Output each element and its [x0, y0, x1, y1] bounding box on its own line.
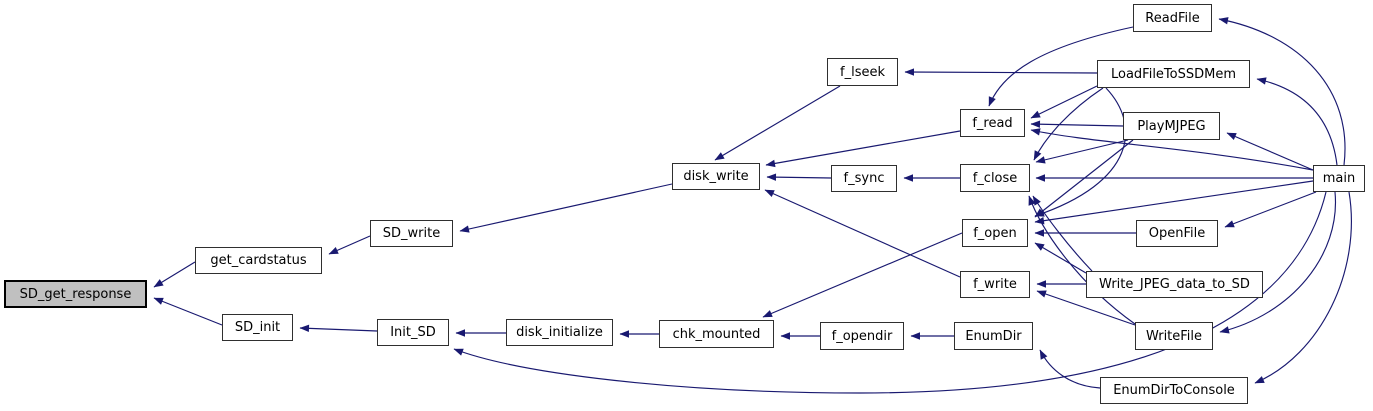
graph-edge-write_jpeg-to-f_open [1034, 242, 1087, 274]
graph-edge-playmjpeg-to-f_read [1030, 120, 1124, 128]
graph-node-disk_initialize[interactable]: disk_initialize [506, 319, 613, 346]
graph-node-loadfiletossdmem[interactable]: LoadFileToSSDMem [1097, 60, 1250, 88]
graph-edge-f_sync-to-disk_write [766, 173, 832, 181]
graph-node-label: main [1322, 171, 1356, 186]
graph-node-chk_mounted[interactable]: chk_mounted [659, 320, 774, 348]
graph-node-openfile[interactable]: OpenFile [1136, 220, 1218, 247]
graph-node-disk_write[interactable]: disk_write [672, 163, 760, 190]
graph-node-f_write[interactable]: f_write [960, 271, 1030, 298]
graph-edge-write_jpeg-to-f_close [1032, 195, 1093, 272]
graph-node-label: Write_JPEG_data_to_SD [1099, 277, 1250, 292]
graph-node-label: EnumDirToConsole [1113, 383, 1235, 398]
graph-edge-loadfiletossdmem-to-f_close [1033, 87, 1104, 161]
graph-node-f_close[interactable]: f_close [960, 164, 1030, 192]
graph-edge-main-to-enumdirtoconsole [1254, 191, 1352, 384]
graph-node-enumdirtoconsole[interactable]: EnumDirToConsole [1100, 377, 1248, 404]
graph-edge-playmjpeg-to-f_close [1035, 139, 1129, 164]
graph-edge-loadfiletossdmem-to-f_lseek [904, 68, 1098, 76]
graph-node-label: f_open [973, 225, 1017, 241]
graph-node-sd_init[interactable]: SD_init [222, 314, 293, 341]
graph-edge-sd_write-to-get_cardstatus [328, 235, 371, 255]
graph-edge-loadfiletossdmem-to-f_read [1030, 85, 1098, 119]
graph-node-label: SD_get_response [19, 286, 132, 302]
graph-node-f_open[interactable]: f_open [962, 219, 1028, 247]
graph-node-label: f_close [972, 170, 1018, 186]
graph-node-label: get_cardstatus [210, 253, 307, 268]
graph-node-label: SD_init [234, 320, 281, 335]
graph-edge-main-to-init_sd [453, 191, 1327, 394]
graph-node-label: f_lseek [840, 64, 885, 80]
graph-node-label: f_write [973, 277, 1017, 292]
graph-node-f_read[interactable]: f_read [960, 109, 1025, 137]
graph-edge-main-to-readfile [1218, 17, 1346, 166]
graph-edge-playmjpeg-to-f_open [1034, 139, 1134, 218]
graph-edge-f_write-to-disk_write [764, 189, 961, 278]
graph-node-f_lseek[interactable]: f_lseek [827, 58, 898, 86]
graph-edge-main-to-openfile [1224, 191, 1317, 228]
graph-node-label: SD_write [382, 226, 441, 241]
graph-edge-f_open-to-chk_mounted [762, 232, 963, 318]
graph-node-label: f_opendir [831, 328, 893, 344]
graph-edge-main-to-writefile [1219, 191, 1337, 334]
graph-node-label: disk_initialize [516, 325, 603, 340]
graph-node-label: LoadFileToSSDMem [1110, 66, 1237, 82]
graph-node-main[interactable]: main [1313, 165, 1365, 192]
graph-edge-loadfiletossdmem-to-f_open [1034, 87, 1127, 217]
graph-node-sd_write[interactable]: SD_write [370, 220, 453, 247]
graph-node-label: f_read [972, 115, 1013, 131]
graph-edge-writefile-to-f_write [1036, 290, 1136, 326]
graph-edge-get_cardstatus-to-sd_get_response [153, 261, 196, 288]
graph-edge-sd_init-to-sd_get_response [153, 297, 223, 326]
graph-edge-disk_write-to-sd_write [459, 183, 673, 233]
graph-node-sd_get_response: SD_get_response [4, 280, 147, 308]
graph-node-f_opendir[interactable]: f_opendir [820, 322, 904, 350]
graph-node-f_sync[interactable]: f_sync [831, 165, 897, 192]
graph-node-init_sd[interactable]: Init_SD [377, 319, 449, 346]
graph-node-label: PlayMJPEG [1137, 118, 1206, 134]
graph-edge-readfile-to-f_read [988, 26, 1134, 107]
graph-edge-f_lseek-to-disk_write [714, 85, 841, 161]
graph-node-playmjpeg[interactable]: PlayMJPEG [1123, 112, 1220, 140]
graph-edge-f_read-to-disk_write [765, 130, 961, 168]
graph-edge-main-to-playmjpeg [1226, 132, 1314, 171]
graph-node-label: chk_mounted [672, 326, 761, 342]
graph-edge-main-to-loadfiletossdmem [1256, 77, 1338, 166]
graph-edge-main-to-f_open [1034, 180, 1314, 225]
graph-node-readfile[interactable]: ReadFile [1133, 4, 1212, 32]
graph-node-label: EnumDir [965, 328, 1022, 344]
graph-edge-main-to-f_read [1030, 128, 1314, 171]
graph-node-write_jpeg[interactable]: Write_JPEG_data_to_SD [1086, 271, 1263, 298]
graph-node-label: Init_SD [390, 325, 436, 340]
graph-node-label: disk_write [683, 169, 749, 184]
graph-node-label: f_sync [843, 171, 885, 186]
graph-node-writefile[interactable]: WriteFile [1135, 322, 1213, 350]
graph-node-label: OpenFile [1148, 226, 1206, 241]
graph-node-label: ReadFile [1145, 10, 1200, 26]
graph-edge-init_sd-to-sd_init [299, 324, 378, 333]
graph-node-enumdir[interactable]: EnumDir [954, 322, 1033, 350]
graph-edge-enumdirtoconsole-to-enumdir [1039, 349, 1101, 389]
graph-node-get_cardstatus[interactable]: get_cardstatus [195, 247, 322, 274]
graph-node-label: WriteFile [1145, 328, 1203, 344]
